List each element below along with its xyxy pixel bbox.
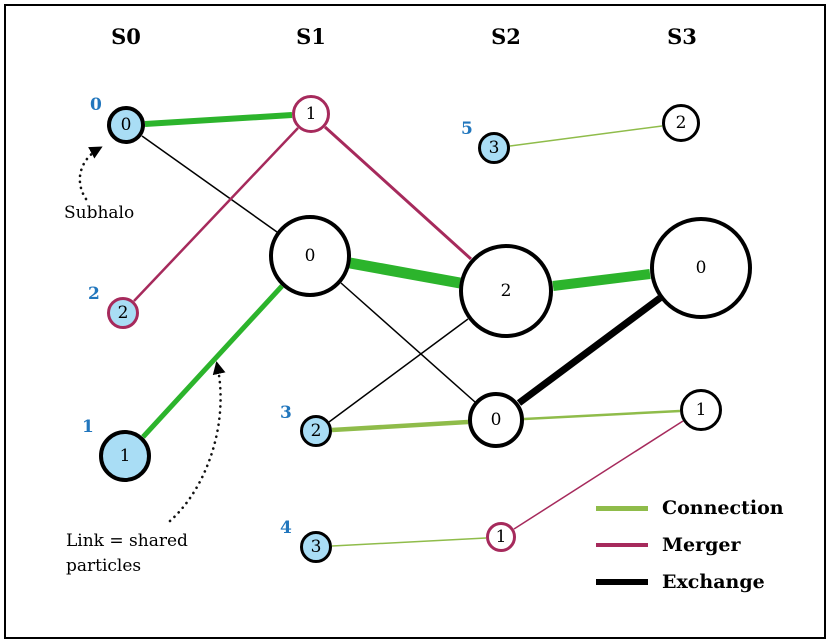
node-s1-2: 2 [300, 415, 332, 447]
column-header-s0: S0 [111, 24, 141, 49]
edge-connection-s2h0-s3h1 [523, 409, 681, 421]
link-annotation: Link = shared particles [66, 529, 188, 579]
node-label: 1 [695, 400, 707, 420]
subhalo-index-label-s0-2: 2 [88, 284, 100, 304]
subhalo-annotation: Subhalo [64, 203, 135, 223]
subhalo-index-label-s2-3: 5 [461, 119, 473, 139]
edge-merger-s2h1-s3h1 [513, 420, 684, 530]
legend-row-merger: Merger [596, 533, 784, 557]
edge-connection-s1h3-s2h1 [331, 537, 487, 547]
node-label: 1 [495, 527, 507, 547]
node-s3-2: 2 [662, 104, 700, 142]
legend-label-merger: Merger [662, 534, 741, 556]
node-s2-1: 1 [486, 522, 516, 552]
node-label: 2 [310, 421, 322, 441]
subhalo-index-label-s0-1: 1 [82, 417, 94, 437]
node-s1-3: 3 [300, 531, 332, 563]
edge-connection-s1h0-s2h2 [349, 257, 461, 289]
subhalo-index-label-s1-2: 3 [280, 403, 292, 423]
edge-exchange-s0h0-s1h0 [141, 135, 278, 233]
node-label: 0 [695, 258, 707, 278]
exchange-line-swatch [596, 579, 648, 585]
node-label: 3 [488, 138, 500, 158]
edge-exchange-s1h2-s2h2 [328, 318, 469, 423]
legend-label-exchange: Exchange [662, 571, 765, 593]
subhalo-index-label-s1-3: 4 [280, 518, 292, 538]
link-annotation-line1: Link = shared [66, 531, 188, 551]
column-header-s3: S3 [667, 24, 697, 49]
merger-line-swatch [596, 543, 648, 547]
node-label: 2 [675, 113, 687, 133]
link-annotation-line2: particles [66, 556, 142, 576]
node-label: 1 [119, 446, 131, 466]
legend-row-exchange: Exchange [596, 570, 784, 594]
legend-label-connection: Connection [662, 497, 784, 519]
link-pointer-arrow-icon [168, 361, 226, 523]
edge-exchange-s2h0-s3h0 [516, 295, 663, 406]
legend-row-connection: Connection [596, 496, 784, 520]
edge-connection-s0h0-s1h1 [144, 112, 293, 127]
node-s0-0: 0 [107, 106, 145, 144]
edge-merger-s1h1-s0h2 [133, 127, 299, 302]
node-label: 1 [305, 104, 317, 124]
edge-connection-s1h2-s2h0 [331, 419, 469, 433]
node-s2-2: 2 [459, 244, 553, 338]
node-s2-0: 0 [468, 392, 524, 448]
legend: Connection Merger Exchange [596, 496, 784, 607]
subhalo-index-label-s0-0: 0 [90, 95, 102, 115]
node-label: 0 [120, 115, 132, 135]
node-s3-0: 0 [650, 217, 752, 319]
connection-line-swatch [596, 505, 648, 511]
node-label: 0 [490, 410, 502, 430]
column-header-s2: S2 [491, 24, 521, 49]
edge-connection-s2h3-s3h2 [509, 125, 663, 147]
node-label: 3 [310, 537, 322, 557]
node-s1-0: 0 [269, 215, 351, 297]
node-label: 0 [304, 246, 316, 266]
node-label: 2 [500, 281, 512, 301]
column-header-s1: S1 [296, 24, 326, 49]
edge-connection-s2h2-s3h0 [552, 269, 651, 291]
node-s2-3: 3 [478, 132, 510, 164]
node-s0-2: 2 [107, 297, 139, 329]
figure-border [4, 4, 826, 639]
edge-merger-s1h1-s2h2 [323, 125, 473, 261]
edge-connection-s0h1-s1h0 [141, 284, 284, 439]
node-s0-1: 1 [99, 430, 151, 482]
subhalo-pointer-arrow-icon [78, 146, 103, 201]
node-label: 2 [117, 303, 129, 323]
edge-exchange-s1h0-s2h0 [340, 282, 476, 403]
node-s1-1: 1 [292, 95, 330, 133]
node-s3-1: 1 [680, 389, 722, 431]
